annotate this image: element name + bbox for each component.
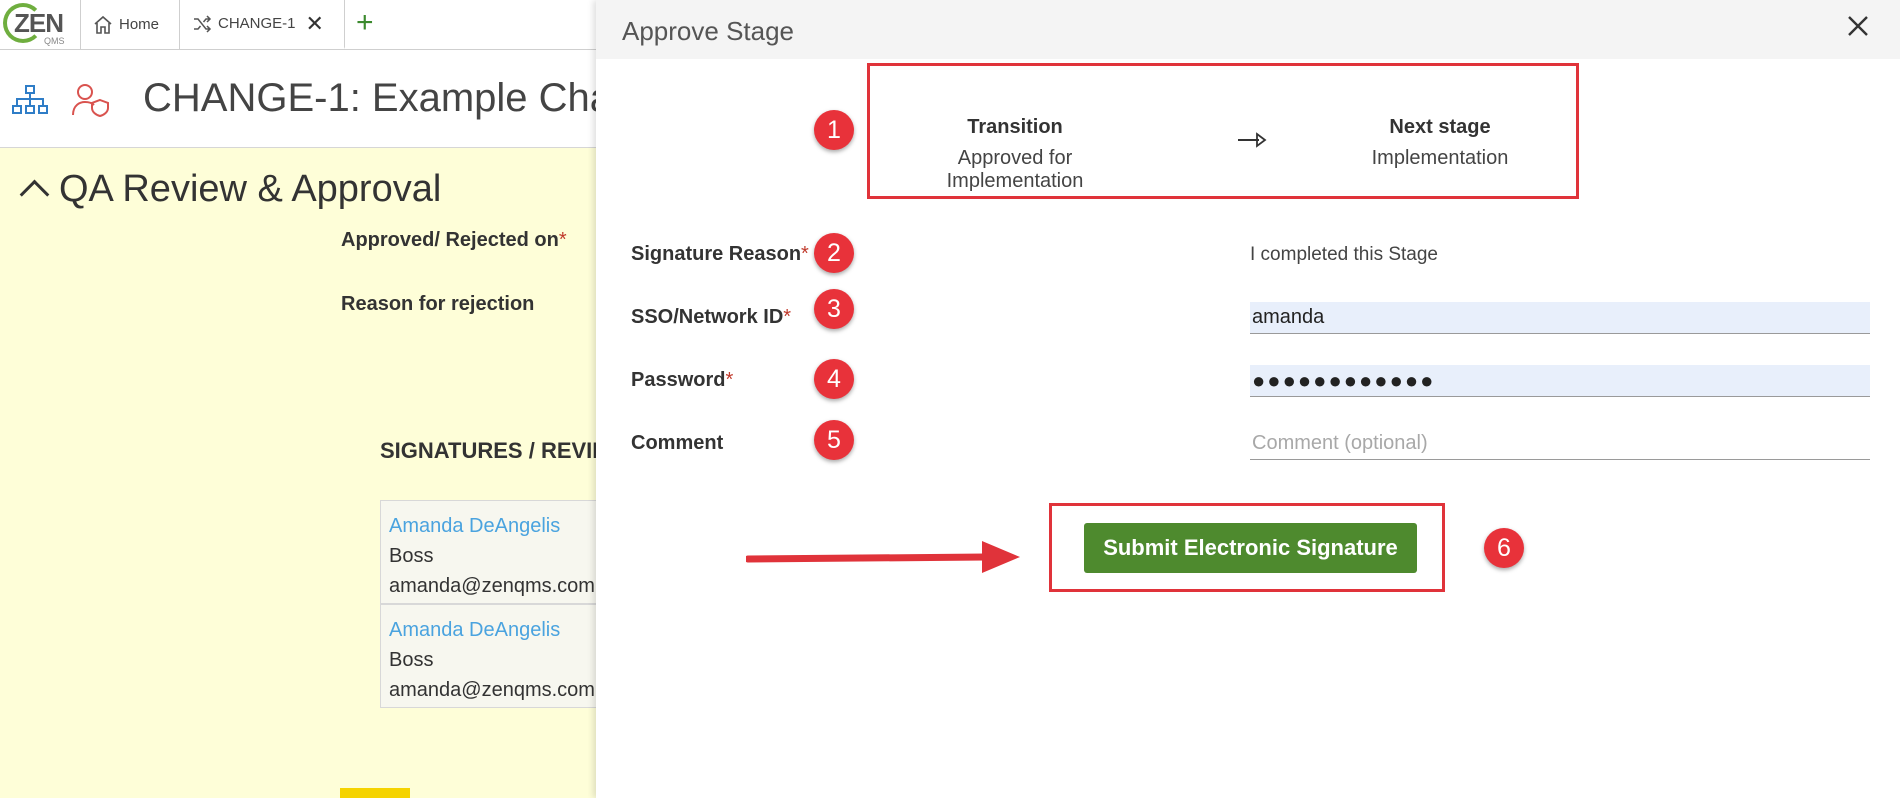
logo-subtext: QMS [44,36,65,46]
next-stage-value: Implementation [1371,147,1509,169]
submit-highlight-frame [1049,503,1445,592]
next-stage-column: Next stage Implementation [1315,116,1565,170]
next-stage-heading: Next stage [1389,116,1491,138]
rejection-reason-label: Reason for rejection [341,293,535,315]
password-label-text: Password [631,369,726,391]
tab-change-label: CHANGE-1 [218,15,296,32]
submit-signature-button[interactable]: Submit Electronic Signature [1084,523,1417,573]
logo-text: ZEN [14,8,64,38]
comment-input[interactable] [1250,428,1870,460]
approved-on-label: Approved/ Rejected on* [341,229,567,252]
status-flag [340,788,410,798]
comment-label: Comment [631,432,724,454]
signatures-heading: SIGNATURES / REVIEWS [380,438,600,463]
required-mark: * [558,229,567,251]
section-title: QA Review & Approval [59,168,442,210]
annotation-badge-3: 3 [814,289,854,329]
home-icon [94,15,112,34]
close-icon[interactable] [1846,14,1870,38]
user-shield-icon[interactable] [72,83,110,117]
required-mark: * [783,306,792,328]
annotation-arrow [746,541,1020,573]
sso-label-text: SSO/Network ID [631,306,784,328]
transition-heading: Transition [967,116,1063,138]
record-content: QA Review & Approval Approved/ Rejected … [0,148,600,798]
transition-column: Transition Approved for Implementation [890,116,1140,193]
logo-ring [3,3,43,43]
chevron-up-icon[interactable] [19,179,50,210]
transition-value: Approved for Implementation [946,147,1084,192]
signer-email: amanda@zenqms.com [389,679,595,701]
close-icon[interactable]: ✕ [305,10,324,36]
shuffle-icon [194,14,212,33]
sso-label: SSO/Network ID* [631,306,791,329]
org-chart-icon[interactable] [12,85,48,115]
tab-home[interactable]: Home [81,0,180,49]
signature-reason-value: I completed this Stage [1250,244,1438,265]
annotation-badge-5: 5 [814,420,854,460]
arrow-right-icon [1238,132,1267,148]
password-label: Password* [631,369,733,392]
sso-network-id-input[interactable] [1250,302,1870,334]
signer-name-link[interactable]: Amanda DeAngelis [389,515,561,537]
signature-reason-text: Signature Reason [631,243,802,265]
section-header[interactable]: QA Review & Approval [18,168,441,211]
signer-role: Boss [389,649,434,671]
signer-role: Boss [389,545,434,567]
tab-change-1[interactable]: CHANGE-1 ✕ [180,0,345,49]
signer-email: amanda@zenqms.com [389,575,595,597]
signature-card: Amanda DeAngelis Boss amanda@zenqms.com [380,604,600,708]
required-mark: * [725,369,734,391]
approved-on-text: Approved/ Rejected on [341,229,559,251]
password-input[interactable] [1250,365,1870,397]
record-header: CHANGE-1: Example Change [0,50,679,148]
signature-card: Amanda DeAngelis Boss amanda@zenqms.com [380,500,600,604]
required-mark: * [801,243,809,265]
dialog-title: Approve Stage [622,16,795,46]
annotation-badge-4: 4 [814,359,854,399]
tab-home-label: Home [119,16,160,33]
annotation-badge-1: 1 [814,110,854,150]
zenqms-logo[interactable]: ZEN QMS [0,0,81,49]
approve-stage-dialog: Approve Stage Transition Approved for Im… [596,0,1900,798]
annotation-badge-6: 6 [1484,528,1524,568]
transition-summary: Transition Approved for Implementation N… [867,63,1579,199]
signature-reason-label: Signature Reason* [631,243,809,266]
dialog-header: Approve Stage [596,0,1900,59]
annotation-badge-2: 2 [814,233,854,273]
signer-name-link[interactable]: Amanda DeAngelis [389,619,561,641]
page-title: CHANGE-1: Example Change [143,76,679,120]
plus-icon[interactable]: + [356,6,374,39]
